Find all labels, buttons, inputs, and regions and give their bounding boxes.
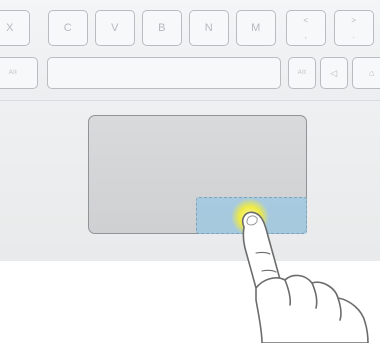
hand-icon bbox=[243, 212, 368, 343]
fingernail-icon bbox=[247, 216, 257, 225]
